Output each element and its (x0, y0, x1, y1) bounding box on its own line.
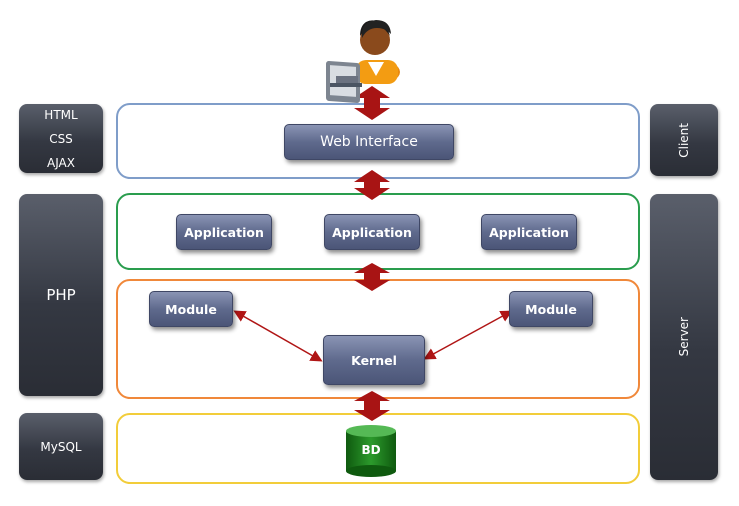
user-at-computer-icon (326, 20, 400, 103)
ajax-label: AJAX (47, 155, 75, 170)
module-button-right[interactable]: Module (509, 291, 593, 327)
web-interface-button[interactable]: Web Interface (284, 124, 454, 160)
server-box: Server (650, 194, 718, 480)
php-label: PHP (46, 286, 76, 304)
html-label: HTML (44, 107, 78, 122)
connector-module-left-kernel (233, 310, 323, 362)
client-tech-box: HTML CSS AJAX (19, 104, 103, 173)
client-box: Client (650, 104, 718, 176)
module-button-left[interactable]: Module (149, 291, 233, 327)
arrow-application-module (354, 263, 390, 291)
arrow-module-database (354, 391, 390, 421)
application-button-2[interactable]: Application (324, 214, 420, 250)
css-label: CSS (49, 131, 73, 146)
php-box: PHP (19, 194, 103, 396)
arrow-client-application (354, 170, 390, 200)
application-button-3[interactable]: Application (481, 214, 577, 250)
kernel-button[interactable]: Kernel (323, 335, 425, 385)
connector-module-right-kernel (423, 310, 513, 360)
db-label: BD (361, 443, 381, 457)
mysql-label: MySQL (40, 439, 82, 454)
application-button-1[interactable]: Application (176, 214, 272, 250)
arrow-user-client (354, 86, 390, 120)
mysql-box: MySQL (19, 413, 103, 480)
database-cylinder-icon (346, 425, 396, 477)
